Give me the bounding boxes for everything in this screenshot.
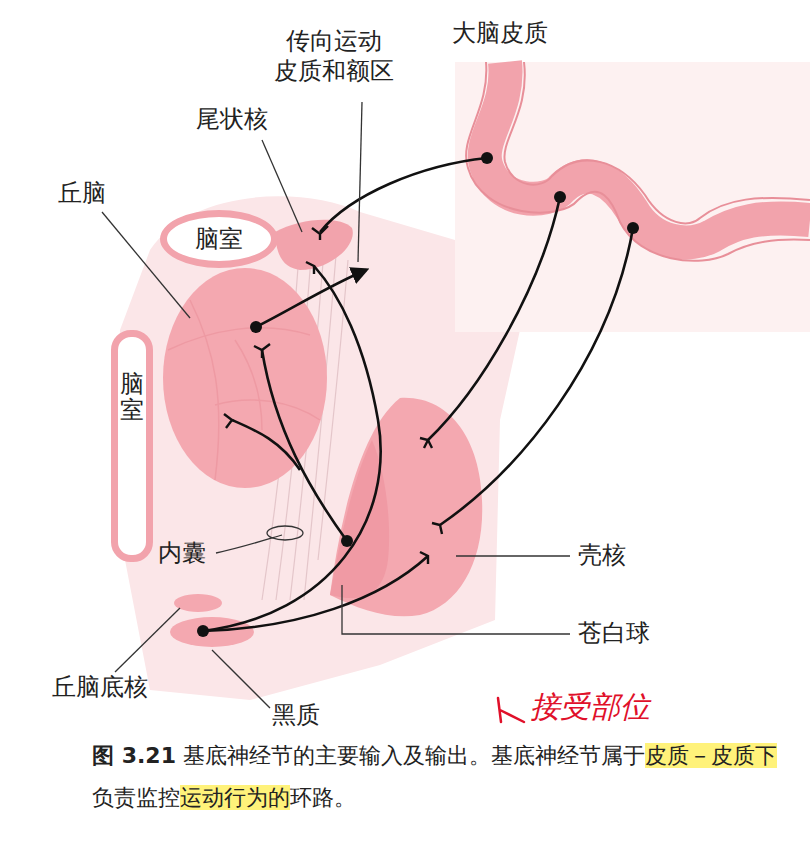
cortex-outline <box>466 62 810 261</box>
subthalamic-nucleus <box>174 594 222 612</box>
neuron-soma <box>197 625 209 637</box>
neuron-soma <box>554 191 566 203</box>
pathways <box>440 228 633 525</box>
leader-line <box>358 102 362 262</box>
structure-label: 脑室 <box>195 223 243 255</box>
neuron-soma <box>481 152 493 164</box>
thalamus-subdivision <box>168 300 320 480</box>
highlight: 皮质－皮质下 <box>645 743 777 768</box>
cortex-gray-matter <box>485 62 810 242</box>
structure-label: 丘脑 <box>58 178 106 208</box>
neuron-soma <box>341 535 353 547</box>
structure-label: 苍白球 <box>578 618 650 648</box>
synapse-fork <box>432 523 442 534</box>
cortex-outline <box>504 62 810 223</box>
structure-label: 内囊 <box>158 538 206 568</box>
thalamus-subdivision <box>190 300 219 480</box>
pathways <box>262 350 347 541</box>
ventricle: 脑室 <box>111 330 153 562</box>
leader-line <box>212 650 270 708</box>
pathways <box>203 556 428 631</box>
synapse-fork <box>254 344 270 358</box>
leader-line <box>342 585 570 634</box>
leader-line <box>115 608 180 672</box>
synapse-fork <box>420 552 428 564</box>
caudate-nucleus <box>275 220 353 270</box>
structure-label: 脑室 <box>120 371 144 424</box>
leader-line <box>102 102 570 708</box>
synapse-fork <box>420 438 432 448</box>
figure-caption: 图 3.21 基底神经节的主要输入及输出。基底神经节属于皮质－皮质下负责监控运动… <box>92 735 797 819</box>
region-label: 大脑皮质 <box>452 18 548 48</box>
synapse-fork <box>224 414 232 428</box>
highlight: 运动行为的 <box>180 785 290 810</box>
leader-line <box>267 526 303 540</box>
structure-label: 黑质 <box>272 700 320 730</box>
figure-number: 图 3.21 <box>92 743 176 768</box>
synapse-fork <box>312 226 328 240</box>
neuron-soma <box>250 321 262 333</box>
structure-label: 尾状核 <box>196 104 268 134</box>
pathways <box>320 158 487 232</box>
substantia-nigra <box>170 617 254 647</box>
handwritten-mark <box>498 698 524 722</box>
synapse-fork <box>306 262 314 274</box>
handwritten-note: 接受部位 <box>530 688 650 726</box>
neuron-soma <box>627 222 639 234</box>
pathways <box>203 266 381 631</box>
structure-label: 壳核 <box>578 540 626 570</box>
pathways <box>428 197 560 440</box>
leader-line <box>456 555 570 556</box>
putamen <box>330 398 482 616</box>
pathways <box>256 270 366 327</box>
output-label: 传向运动 皮质和额区 <box>270 26 397 86</box>
cortex-block <box>455 62 810 332</box>
structure-label: 丘脑底核 <box>52 672 148 702</box>
leader-line <box>262 140 302 232</box>
synapse-fork <box>224 226 442 564</box>
ventricle: 脑室 <box>160 210 278 268</box>
pathways <box>232 420 300 470</box>
thalamus-subdivision <box>235 340 262 430</box>
thalamus-subdivision <box>215 400 320 420</box>
